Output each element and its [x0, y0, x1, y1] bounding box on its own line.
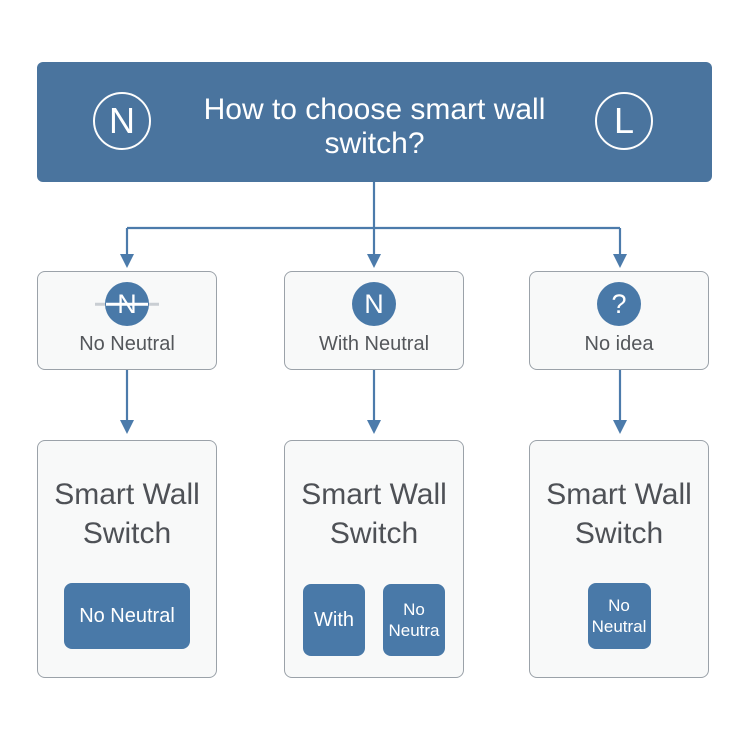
result-box-with-neutral: Smart Wall Switch With No Neutra [284, 440, 464, 678]
option-chip-no-neutral: No Neutral [64, 583, 190, 649]
neutral-n-circle-icon: N [352, 282, 396, 326]
option-chip-row: No Neutral [530, 583, 708, 649]
condition-label: With Neutral [318, 333, 430, 355]
option-chip-no-neutral: No Neutral [587, 583, 651, 649]
result-box-no-neutral: Smart Wall Switch No Neutral [37, 440, 217, 678]
product-title: Smart Wall Switch [54, 478, 200, 550]
no-neutral-strikethrough-n-icon: N [95, 282, 159, 326]
arrowhead-bottom-right [613, 420, 627, 434]
arrowhead-bottom-center [367, 420, 381, 434]
arrowhead-top-left [120, 254, 134, 268]
condition-label: No idea [584, 333, 654, 355]
product-title: Smart Wall Switch [546, 478, 692, 550]
header-banner: N How to choose smart wall switch? L [37, 62, 712, 182]
option-chip-with: With [303, 584, 365, 656]
page-title-line1: How to choose smart wall [203, 93, 546, 126]
live-terminal-icon: L [595, 92, 653, 150]
option-chip-row: No Neutral [38, 583, 216, 649]
condition-box-no-idea: ? No idea [529, 271, 709, 370]
question-circle-icon: ? [597, 282, 641, 326]
arrowhead-bottom-left [120, 420, 134, 434]
result-box-no-idea: Smart Wall Switch No Neutral [529, 440, 709, 678]
page-title-line2: switch? [324, 127, 425, 160]
condition-box-with-neutral: N With Neutral [284, 271, 464, 370]
neutral-terminal-letter: N [109, 100, 135, 141]
product-title: Smart Wall Switch [301, 478, 447, 550]
option-chip-row: With No Neutra [285, 584, 463, 656]
page-title: How to choose smart wall switch? [204, 83, 546, 161]
arrowhead-top-center [367, 254, 381, 268]
condition-box-no-neutral: N No Neutral [37, 271, 217, 370]
neutral-terminal-icon: N [93, 92, 151, 150]
condition-label: No Neutral [79, 333, 175, 355]
option-chip-no-neutral: No Neutra [383, 584, 445, 656]
arrowhead-top-right [613, 254, 627, 268]
live-terminal-letter: L [613, 100, 635, 141]
